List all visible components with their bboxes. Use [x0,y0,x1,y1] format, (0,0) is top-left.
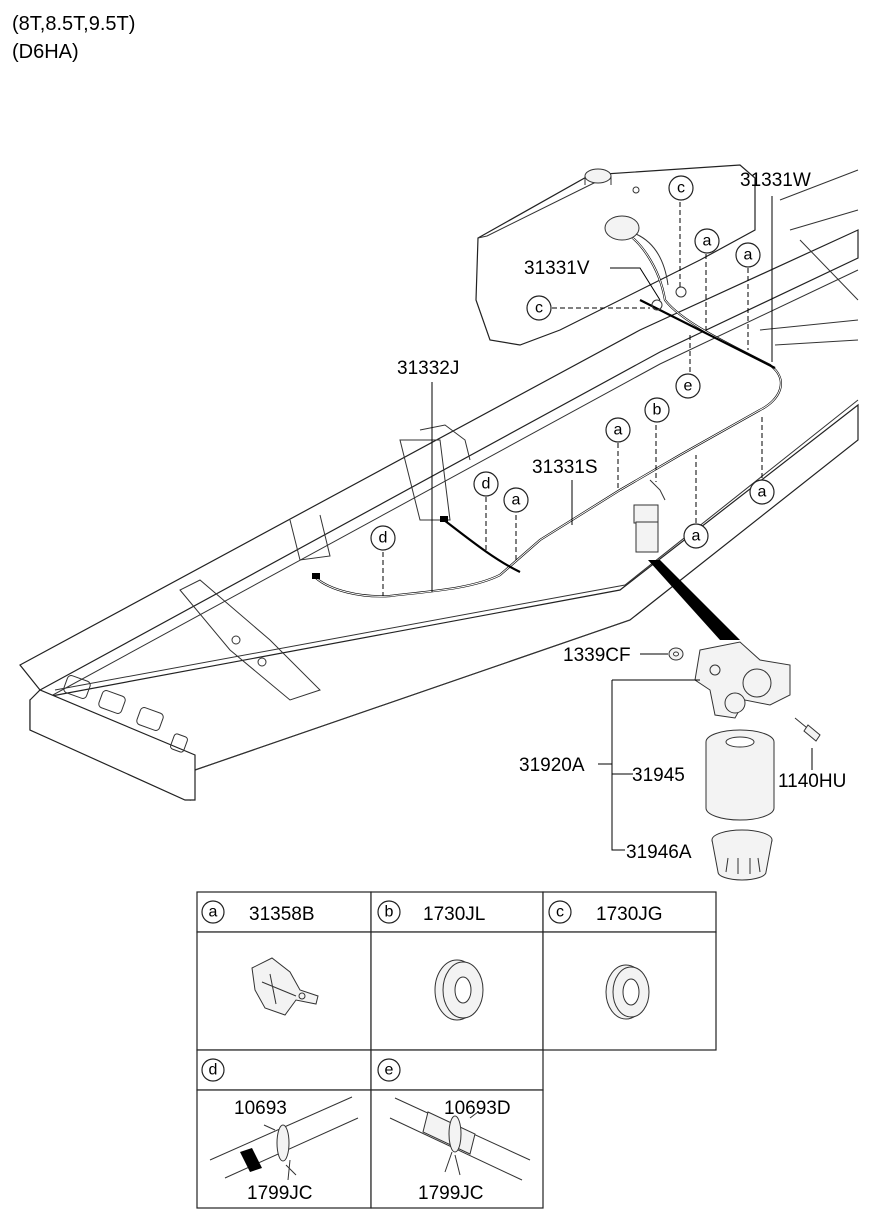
circle-ref-a-6: a [683,523,709,549]
svg-text:a: a [744,247,753,264]
label-31945: 31945 [632,765,685,786]
fuel-filter-small [633,479,740,640]
label-31332J: 31332J [397,358,459,379]
svg-text:a: a [703,233,712,250]
legend-cell-b: b 1730JL [377,900,485,1021]
svg-text:d: d [482,476,491,493]
legend-part-1730JL: 1730JL [423,904,485,925]
label-31920A: 31920A [519,755,585,776]
svg-text:a: a [758,484,767,501]
svg-text:d: d [209,1062,218,1079]
legend-part-1799JC-e: 1799JC [418,1183,484,1204]
svg-text:a: a [209,904,218,921]
grommet-1730JG-icon [605,964,650,1020]
svg-text:b: b [385,904,394,921]
hose-clip-d-icon [209,1096,359,1181]
circle-ref-a-3: a [605,417,631,443]
circle-ref-d-1: d [473,471,499,497]
label-31331S: 31331S [532,457,598,478]
svg-text:a: a [692,528,701,545]
clip-31358B-icon [251,957,319,1016]
circle-ref-b: b [644,397,670,423]
svg-text:c: c [677,180,685,197]
label-31331V: 31331V [524,258,590,279]
circle-ref-c-2: c [526,295,552,321]
legend-part-10693D: 10693D [444,1098,511,1119]
circle-ref-d-2: d [370,525,396,551]
legend-part-1799JC-d: 1799JC [247,1183,313,1204]
svg-text:a: a [512,492,521,509]
svg-text:b: b [653,402,662,419]
legend-cell-c: c 1730JG [548,900,663,1020]
label-31946A: 31946A [626,842,692,863]
circle-ref-a-4: a [749,479,775,505]
svg-text:a: a [614,422,623,439]
model-spec-tonnage: (8T,8.5T,9.5T) [12,13,136,35]
label-31331W: 31331W [740,170,811,191]
svg-text:e: e [385,1062,394,1079]
circle-ref-a-5: a [503,487,529,513]
legend-cell-e: e 10693D 1799JC [377,1058,531,1204]
circle-ref-a-2: a [735,242,761,268]
legend-part-10693: 10693 [234,1098,287,1119]
hose-clip-e-icon [389,1097,531,1181]
circle-ref-c-1: c [668,175,694,201]
grommet-1730JL-icon [434,959,484,1021]
circle-ref-a-1: a [694,228,720,254]
legend-cell-d: d 10693 1799JC [201,1058,359,1204]
legend-part-31358B: 31358B [249,904,315,925]
label-1339CF: 1339CF [563,645,631,666]
svg-text:c: c [535,300,543,317]
fuel-lines [312,215,782,598]
svg-text:c: c [556,904,564,921]
svg-text:d: d [379,530,388,547]
legend-cell-a: a 31358B [201,900,319,1016]
legend-part-1730JG: 1730JG [596,904,663,925]
circle-ref-e: e [675,373,701,399]
label-1140HU: 1140HU [778,771,846,792]
leader-lines [382,196,813,851]
fuel-filter-assembly [668,641,821,881]
model-spec-engine: (D6HA) [12,41,79,63]
svg-text:e: e [684,378,693,395]
